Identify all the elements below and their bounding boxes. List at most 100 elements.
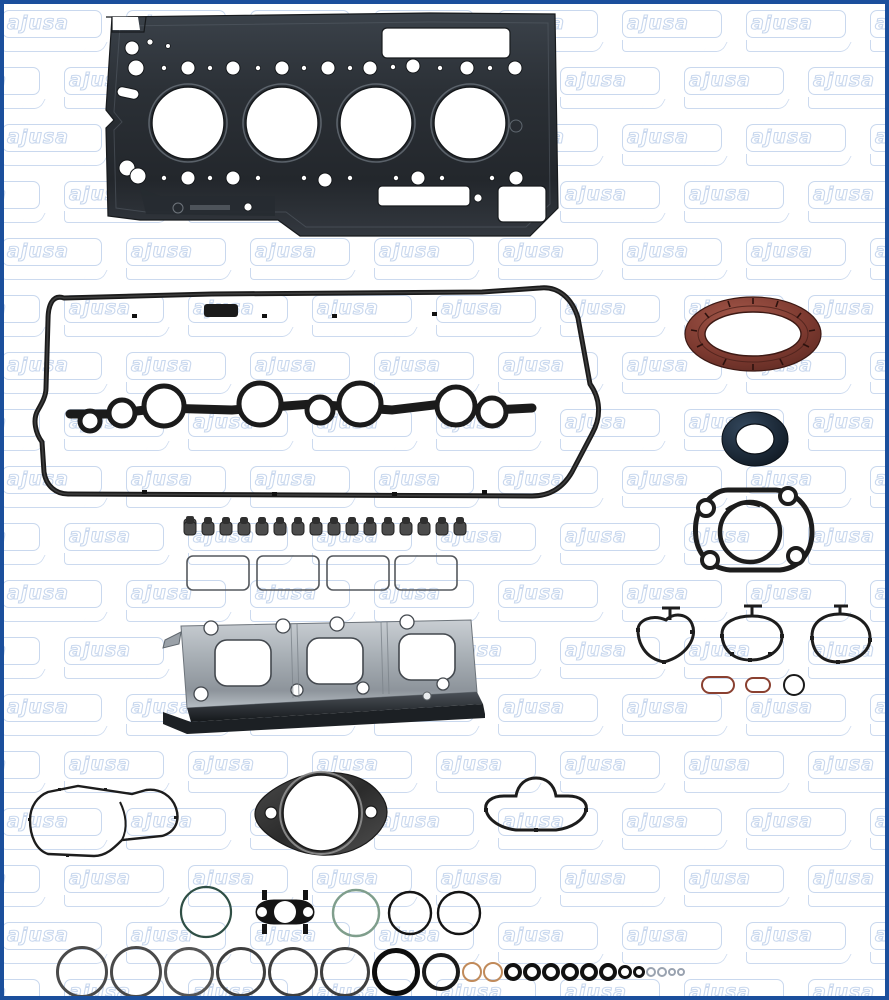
watermark-ajusa-logo: ajusa: [676, 175, 800, 232]
watermark-ajusa-logo: ajusa: [800, 61, 885, 118]
valve-stem-seal: [219, 517, 233, 536]
valve-stem-seal: [273, 517, 287, 536]
watermark-ajusa-logo: ajusa: [800, 745, 885, 802]
rectangular-gaskets: [186, 555, 458, 593]
o-ring: [657, 967, 667, 977]
watermark-ajusa-logo: ajusa: [4, 973, 56, 996]
watermark-ajusa-logo: ajusa: [800, 289, 885, 346]
watermark-ajusa-logo: ajusa: [118, 574, 242, 631]
crankshaft-front-seal: [683, 295, 823, 373]
watermark-ajusa-logo: ajusa: [118, 916, 242, 973]
o-ring: [677, 968, 685, 976]
o-ring: [633, 966, 645, 978]
o-ring: [542, 963, 560, 981]
watermark-ajusa-logo: ajusa: [552, 517, 676, 574]
watermark-ajusa-logo: ajusa: [366, 802, 490, 859]
oil-cooler-gasket: [18, 772, 184, 866]
watermark-ajusa-logo: ajusa: [552, 631, 676, 688]
watermark-ajusa-logo: ajusa: [490, 916, 614, 973]
valve-stem-seal: [435, 517, 449, 536]
o-ring: [56, 946, 108, 998]
watermark-ajusa-logo: ajusa: [242, 346, 366, 403]
watermark-ajusa-logo: ajusa: [490, 232, 614, 289]
o-ring: [504, 963, 522, 981]
watermark-row: ajusaajusaajusaajusaajusaajusaajusaajusa…: [4, 232, 885, 289]
watermark-ajusa-logo: ajusa: [676, 61, 800, 118]
o-ring: [110, 946, 162, 998]
watermark-ajusa-logo: ajusa: [738, 574, 862, 631]
watermark-ajusa-logo: ajusa: [862, 346, 885, 403]
watermark-ajusa-logo: ajusa: [614, 802, 738, 859]
intake-manifold-gaskets: [626, 604, 884, 670]
watermark-ajusa-logo: ajusa: [242, 232, 366, 289]
watermark-ajusa-logo: ajusa: [56, 631, 180, 688]
watermark-ajusa-logo: ajusa: [366, 346, 490, 403]
watermark-ajusa-logo: ajusa: [4, 175, 56, 232]
watermark-ajusa-logo: ajusa: [4, 859, 56, 916]
watermark-ajusa-logo: ajusa: [428, 289, 552, 346]
watermark-ajusa-logo: ajusa: [4, 403, 56, 460]
watermark-ajusa-logo: ajusa: [862, 232, 885, 289]
exhaust-manifold-gasket: [155, 612, 495, 737]
watermark-ajusa-logo: ajusa: [490, 802, 614, 859]
valve-stem-seal: [255, 517, 269, 536]
watermark-ajusa-logo: ajusa: [862, 802, 885, 859]
valve-stem-seal: [183, 517, 197, 536]
o-ring: [580, 963, 598, 981]
watermark-ajusa-logo: ajusa: [862, 460, 885, 517]
o-ring: [320, 947, 370, 997]
watermark-ajusa-logo: ajusa: [56, 859, 180, 916]
watermark-row: ajusaajusaajusaajusaajusaajusaajusaajusa…: [4, 745, 885, 802]
watermark-ajusa-logo: ajusa: [800, 859, 885, 916]
watermark-ajusa-logo: ajusa: [4, 631, 56, 688]
watermark-ajusa-logo: ajusa: [490, 574, 614, 631]
cylinder-head-gasket: [100, 8, 560, 243]
watermark-ajusa-logo: ajusa: [118, 232, 242, 289]
turbo-oil-gasket: [255, 890, 315, 934]
watermark-row: ajusaajusaajusaajusaajusaajusaajusaajusa…: [4, 289, 885, 346]
valve-stem-seal: [399, 517, 413, 536]
watermark-ajusa-logo: ajusa: [304, 289, 428, 346]
o-ring: [372, 948, 420, 996]
watermark-ajusa-logo: ajusa: [800, 517, 885, 574]
o-ring: [668, 968, 676, 976]
watermark-ajusa-logo: ajusa: [4, 118, 118, 175]
watermark-ajusa-logo: ajusa: [4, 574, 118, 631]
watermark-ajusa-logo: ajusa: [862, 118, 885, 175]
valve-stem-seal: [363, 517, 377, 536]
watermark-ajusa-logo: ajusa: [4, 517, 56, 574]
watermark-ajusa-logo: ajusa: [614, 460, 738, 517]
watermark-ajusa-logo: ajusa: [552, 745, 676, 802]
watermark-ajusa-logo: ajusa: [304, 859, 428, 916]
watermark-ajusa-logo: ajusa: [862, 916, 885, 973]
watermark-ajusa-logo: ajusa: [800, 403, 885, 460]
watermark-ajusa-logo: ajusa: [614, 232, 738, 289]
watermark-ajusa-logo: ajusa: [676, 859, 800, 916]
watermark-ajusa-logo: ajusa: [4, 802, 118, 859]
watermark-ajusa-logo: ajusa: [862, 574, 885, 631]
watermark-ajusa-logo: ajusa: [4, 4, 118, 61]
watermark-ajusa-logo: ajusa: [676, 973, 800, 996]
watermark-row: ajusaajusaajusaajusaajusaajusaajusaajusa…: [4, 574, 885, 631]
valve-stem-seal: [309, 517, 323, 536]
valve-stem-seal: [345, 517, 359, 536]
watermark-ajusa-logo: ajusa: [4, 916, 118, 973]
oil-pump-gasket: [476, 772, 594, 838]
watermark-ajusa-logo: ajusa: [800, 973, 885, 996]
watermark-ajusa-logo: ajusa: [738, 118, 862, 175]
watermark-ajusa-logo: ajusa: [242, 574, 366, 631]
o-ring: [561, 963, 579, 981]
watermark-row: ajusaajusaajusaajusaajusaajusaajusaajusa…: [4, 460, 885, 517]
o-ring: [483, 962, 503, 982]
watermark-ajusa-logo: ajusa: [738, 4, 862, 61]
o-ring: [599, 963, 617, 981]
water-pump-gasket: [688, 482, 818, 577]
o-ring: [523, 963, 541, 981]
watermark-ajusa-logo: ajusa: [180, 745, 304, 802]
o-ring: [268, 947, 318, 997]
watermark-ajusa-logo: ajusa: [552, 61, 676, 118]
watermark-ajusa-logo: ajusa: [366, 232, 490, 289]
o-ring: [422, 953, 460, 991]
watermark-ajusa-logo: ajusa: [614, 118, 738, 175]
